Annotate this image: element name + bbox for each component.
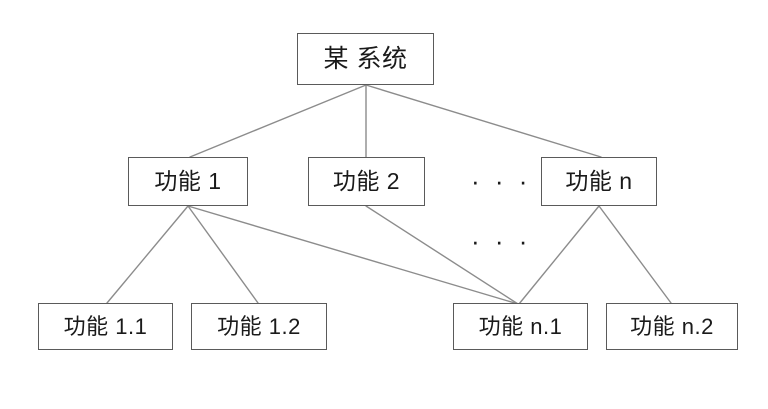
edge-root-to-fn	[365, 84, 602, 158]
node-function-n[interactable]: 功能 n	[541, 157, 657, 206]
node-function-1-label: 功能 1	[154, 168, 222, 194]
node-function-1-1[interactable]: 功能 1.1	[38, 303, 173, 350]
node-function-1-1-label: 功能 1.1	[63, 313, 148, 339]
node-root-system[interactable]: 某 系统	[297, 33, 434, 85]
node-function-2[interactable]: 功能 2	[308, 157, 425, 206]
ellipsis-level3: · · ·	[471, 226, 532, 256]
edge-f1-to-f11	[106, 205, 189, 304]
edge-f1-to-fn1	[187, 205, 519, 305]
edge-f1-to-f12	[187, 205, 259, 304]
node-function-n-label: 功能 n	[565, 168, 633, 194]
node-function-n-2[interactable]: 功能 n.2	[606, 303, 738, 350]
edge-fn-to-fn1	[518, 205, 600, 305]
node-function-n-1[interactable]: 功能 n.1	[453, 303, 588, 350]
node-function-n-2-label: 功能 n.2	[630, 313, 714, 339]
ellipsis-level2: · · ·	[471, 166, 532, 196]
node-function-1[interactable]: 功能 1	[128, 157, 248, 206]
node-function-2-label: 功能 2	[332, 168, 401, 194]
node-root-system-label: 某 系统	[323, 44, 408, 73]
node-function-1-2-label: 功能 1.2	[217, 313, 301, 339]
edge-root-to-f1	[189, 84, 367, 158]
node-function-1-2[interactable]: 功能 1.2	[191, 303, 327, 350]
node-function-n-1-label: 功能 n.1	[478, 313, 563, 339]
edge-fn-to-fn2	[598, 205, 672, 304]
